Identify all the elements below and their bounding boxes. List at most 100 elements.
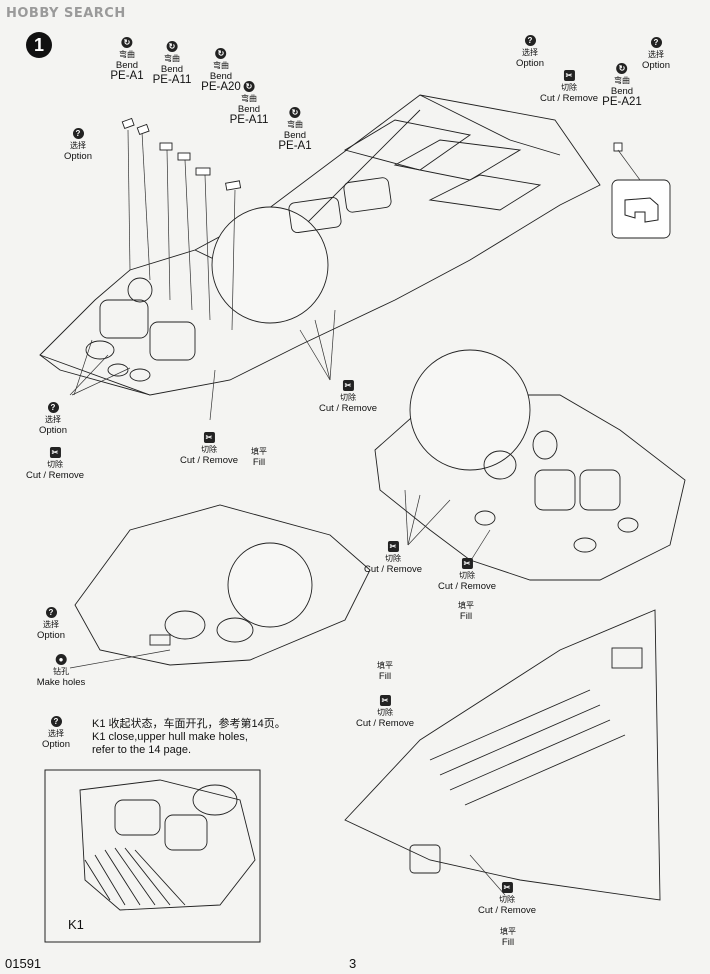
option-label: Option — [642, 60, 670, 71]
callout-option-lower-left: ? 选择 Option — [37, 607, 65, 641]
callout-fill-bottom: 填平 Fill — [377, 660, 393, 682]
k1-note-cn: K1 收起状态，车面开孔，参考第14页。 — [92, 718, 286, 730]
option-label: Option — [64, 151, 92, 162]
option-label-cn: 选择 — [43, 620, 59, 629]
k1-note: K1 收起状态，车面开孔，参考第14页。 K1 close,upper hull… — [92, 718, 286, 757]
bend-icon: ↻ — [166, 41, 178, 52]
callout-cut-middle-right: ✂ 切除 Cut / Remove — [438, 558, 496, 592]
bend-icon: ↻ — [289, 107, 301, 118]
cut-label: Cut / Remove — [437, 581, 497, 592]
callout-pe-a11-second: ↻ 弯曲 Bend PE-A11 — [230, 81, 268, 126]
callout-cut-bottom: ✂ 切除 Cut / Remove — [356, 695, 414, 729]
part-label: PE-A1 — [110, 70, 144, 82]
bend-icon: ↻ — [243, 81, 255, 92]
bend-label: Bend — [610, 86, 634, 97]
part-label: PE-A20 — [201, 81, 241, 93]
holes-label: Make holes — [36, 677, 86, 688]
callout-pe-a21: ↻ 弯曲 Bend PE-A21 — [602, 63, 642, 108]
bend-label: Bend — [160, 64, 184, 75]
callout-pe-a11: ↻ 弯曲 Bend PE-A11 — [152, 41, 192, 86]
option-label: Option — [39, 425, 67, 436]
part-label: PE-A11 — [152, 74, 192, 86]
drill-icon: ● — [55, 654, 67, 665]
cut-label: Cut / Remove — [355, 718, 415, 729]
option-label-cn: 选择 — [522, 48, 538, 57]
option-icon: ? — [50, 716, 62, 727]
cut-label-cn: 切除 — [560, 83, 577, 92]
step-number: 1 — [26, 32, 52, 58]
cut-label: Cut / Remove — [179, 455, 239, 466]
cut-label-cn: 切除 — [376, 708, 393, 717]
callout-cut-lower: ✂ 切除 Cut / Remove — [180, 432, 238, 466]
callout-make-holes: ● 钻孔 Make holes — [36, 654, 86, 688]
option-label: Option — [37, 630, 65, 641]
bend-icon: ↻ — [121, 37, 133, 48]
callout-pe-a1-left: ↻ 弯曲 Bend PE-A1 — [110, 37, 144, 82]
callout-pe-a20: ↻ 弯曲 Bend PE-A20 — [201, 48, 241, 93]
page-number: 3 — [349, 956, 357, 971]
option-icon: ? — [524, 35, 536, 46]
fill-label: Fill — [501, 937, 515, 948]
option-label-cn: 选择 — [648, 50, 664, 59]
option-icon: ? — [45, 607, 57, 618]
holes-label-cn: 钻孔 — [53, 667, 69, 676]
bend-label: Bend — [237, 104, 261, 115]
cut-label-cn: 切除 — [339, 393, 356, 402]
callout-option-far-right: ? 选择 Option — [642, 37, 670, 71]
fill-label-cn: 填平 — [458, 601, 474, 610]
option-label: Option — [516, 58, 544, 69]
bend-label-cn: 弯曲 — [287, 120, 303, 129]
cut-icon: ✂ — [379, 695, 391, 706]
callout-pe-a1-right: ↻ 弯曲 Bend PE-A1 — [278, 107, 312, 152]
k1-label: K1 — [68, 917, 84, 932]
bend-label-cn: 弯曲 — [119, 50, 135, 59]
callout-fill-middle: 填平 Fill — [458, 600, 474, 622]
fill-label-cn: 填平 — [377, 661, 393, 670]
cut-icon: ✂ — [342, 380, 354, 391]
k1-note-en-line1: K1 close,upper hull make holes, — [92, 731, 248, 743]
callout-cut-center: ✂ 切除 Cut / Remove — [319, 380, 377, 414]
fill-label-cn: 填平 — [251, 447, 267, 456]
fill-label: Fill — [378, 671, 392, 682]
bend-label: Bend — [209, 71, 233, 82]
option-icon: ? — [72, 128, 84, 139]
cut-label-cn: 切除 — [384, 554, 401, 563]
callout-option-top-left: ? 选择 Option — [64, 128, 92, 162]
cut-label-cn: 切除 — [498, 895, 515, 904]
cut-label: Cut / Remove — [25, 470, 85, 481]
cut-icon: ✂ — [203, 432, 215, 443]
fill-label: Fill — [459, 611, 473, 622]
option-label-cn: 选择 — [48, 729, 64, 738]
watermark: HOBBY SEARCH — [6, 6, 126, 21]
bend-label-cn: 弯曲 — [164, 54, 180, 63]
callout-cut-floor: ✂ 切除 Cut / Remove — [478, 882, 536, 916]
k1-note-en-line2: refer to the 14 page. — [92, 744, 192, 756]
cut-icon: ✂ — [563, 70, 575, 81]
bend-label: Bend — [115, 60, 139, 71]
option-label: Option — [42, 739, 70, 750]
callout-fill-lower: 填平 Fill — [251, 446, 267, 468]
callout-cut-top-right: ✂ 切除 Cut / Remove — [540, 70, 598, 104]
cut-label-cn: 切除 — [458, 571, 475, 580]
callout-cut-middle: ✂ 切除 Cut / Remove — [364, 541, 422, 575]
bend-icon: ↻ — [215, 48, 227, 59]
callout-option-left: ? 选择 Option — [39, 402, 67, 436]
cut-icon: ✂ — [49, 447, 61, 458]
part-label: PE-A1 — [278, 140, 312, 152]
bend-label: Bend — [283, 130, 307, 141]
cut-icon: ✂ — [387, 541, 399, 552]
option-icon: ? — [650, 37, 662, 48]
cut-label-cn: 切除 — [46, 460, 63, 469]
callout-option-k1: ? 选择 Option — [42, 716, 70, 750]
cut-label: Cut / Remove — [363, 564, 423, 575]
callout-fill-floor: 填平 Fill — [500, 926, 516, 948]
bend-icon: ↻ — [616, 63, 628, 74]
callout-option-top-right: ? 选择 Option — [516, 35, 544, 69]
callout-cut-left: ✂ 切除 Cut / Remove — [26, 447, 84, 481]
part-label: PE-A21 — [602, 96, 642, 108]
product-code: 01591 — [5, 956, 42, 971]
cut-label: Cut / Remove — [318, 403, 378, 414]
option-label-cn: 选择 — [45, 415, 61, 424]
cut-label: Cut / Remove — [477, 905, 537, 916]
